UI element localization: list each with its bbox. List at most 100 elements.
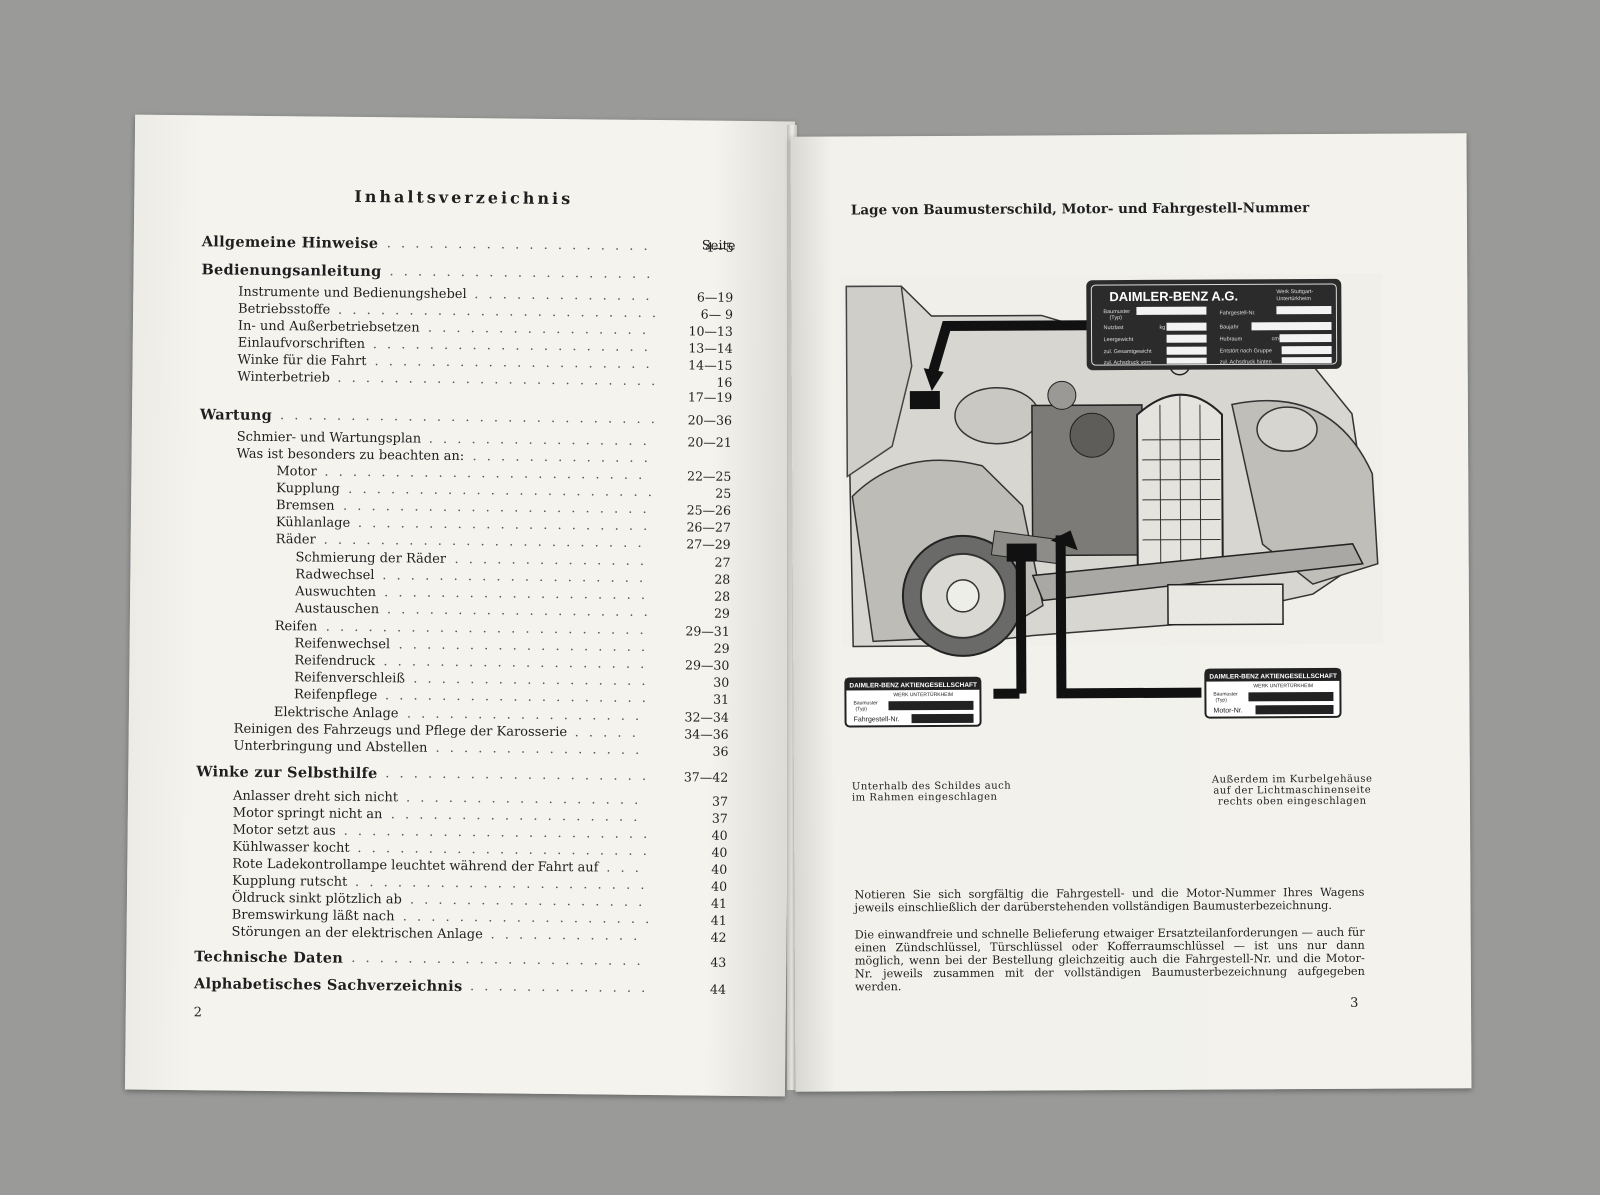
toc-entry-page: 6— 9 — [700, 306, 734, 322]
toc-entry-page: 20—21 — [687, 434, 732, 450]
toc-title: Inhaltsverzeichnis — [354, 186, 574, 209]
toc-entry-page: 41 — [710, 895, 727, 911]
svg-text:(Typ): (Typ) — [1109, 315, 1122, 321]
toc-entry-label: Reifen — [274, 619, 318, 635]
svg-text:Entstört nach Gruppe: Entstört nach Gruppe — [1220, 348, 1272, 354]
toc-entry-page: 40 — [711, 878, 728, 894]
toc-entry-page: 31 — [713, 691, 730, 707]
toc-entry-page: 32—34 — [684, 709, 729, 725]
toc-entry-label: Kupplung — [276, 481, 340, 497]
toc-entry-page: 40 — [711, 827, 728, 843]
pointer-arrow-main — [926, 320, 1112, 378]
svg-text:Nutzlast: Nutzlast — [1103, 325, 1123, 331]
toc-entry-page: 42 — [710, 929, 727, 945]
svg-text:cm³: cm³ — [1272, 336, 1281, 342]
svg-text:(Typ): (Typ) — [855, 706, 867, 712]
svg-text:Werk Stuttgart-: Werk Stuttgart- — [1276, 289, 1313, 295]
toc-entry-page: 37 — [711, 810, 728, 826]
toc-entry-label: Bedienungsanleitung — [201, 261, 382, 281]
svg-text:zul. Achsdruck vorn: zul. Achsdruck vorn — [1104, 360, 1152, 366]
baumuster-plate: DAIMLER-BENZ A.G. Werk Stuttgart- Untert… — [1086, 278, 1342, 371]
toc-entry-label: Störungen an der elektrischen Anlage — [231, 924, 483, 943]
paragraph-1: Notieren Sie sich sorgfältig die Fahrges… — [854, 885, 1365, 915]
toc-entry-label: Reifenpflege — [293, 687, 378, 704]
svg-text:zul. Gesamtgewicht: zul. Gesamtgewicht — [1104, 349, 1152, 355]
svg-text:Untertürkheim: Untertürkheim — [1276, 296, 1311, 302]
dot-leader: . . . . . . . . . . . . . . . . . . . . … — [279, 408, 659, 428]
svg-text:Baumuster: Baumuster — [1103, 309, 1130, 315]
plate-brand: DAIMLER-BENZ A.G. — [1109, 288, 1238, 304]
dot-leader: . . . . . — [574, 725, 639, 741]
toc-entry-page: 20—36 — [687, 412, 733, 428]
toc-entry-label: Räder — [275, 532, 316, 548]
motor-plate: DAIMLER-BENZ AKTIENGESELLSCHAFT WERK UNT… — [1204, 667, 1342, 719]
toc-entry-page: 4—5 — [705, 239, 734, 255]
toc-entry-label: Winke zur Selbsthilfe — [196, 763, 378, 783]
svg-text:DAIMLER-BENZ AKTIENGESELLSCHAF: DAIMLER-BENZ AKTIENGESELLSCHAFT — [849, 682, 977, 690]
caption-left: Unterhalb des Schildes auch im Rahmen ei… — [851, 780, 1012, 804]
toc-entry-page — [674, 266, 734, 267]
dot-leader: . . . . . . . . . . . . . . . — [435, 740, 643, 758]
svg-text:Fahrgestell-Nr.: Fahrgestell-Nr. — [854, 716, 900, 723]
dot-leader: . . . . . . . . . . . . . . . . . . . — [385, 766, 650, 784]
pointer-arrow-frame — [1015, 560, 1027, 694]
toc-entry: Störungen an der elektrischen Anlage 42 .… — [231, 924, 726, 947]
toc-entry-page: 14—15 — [688, 357, 733, 373]
toc-entry-page: 37 — [711, 793, 729, 809]
toc-entry-page: 28 — [714, 571, 731, 587]
svg-text:Hubraum: Hubraum — [1220, 336, 1243, 342]
toc-entry-page: 27 — [714, 554, 731, 570]
toc-entry-page: 40 — [711, 844, 728, 860]
toc-entry-label: Betriebsstoffe — [238, 301, 331, 318]
right-page: Lage von Baumusterschild, Motor- und Fah… — [790, 133, 1472, 1092]
toc-entry-page: 6—19 — [696, 289, 734, 305]
fahrgestell-plate: DAIMLER-BENZ AKTIENGESELLSCHAFT WERK UNT… — [844, 676, 982, 728]
svg-text:Motor-Nr.: Motor-Nr. — [1213, 707, 1242, 714]
toc-entry-label: Motor — [276, 464, 317, 480]
svg-text:WERK UNTERTÜRKHEIM: WERK UNTERTÜRKHEIM — [893, 691, 953, 698]
caption-right: Außerdem im Kurbelgehäuse auf der Lichtm… — [1211, 773, 1373, 808]
toc-entry-page: 34—36 — [684, 726, 729, 742]
toc-entry-page: 36 — [712, 743, 729, 759]
toc-entry-label: Kühlanlage — [275, 515, 351, 531]
toc-entry-page: 28 — [714, 588, 731, 604]
toc-entry-label: Radwechsel — [295, 567, 375, 584]
page-number-left: 2 — [193, 1005, 203, 1021]
car-illustration: DAIMLER-BENZ A.G. Werk Stuttgart- Untert… — [841, 273, 1384, 728]
svg-text:(Typ): (Typ) — [1215, 697, 1227, 703]
toc-entry-page: 43 — [710, 954, 727, 970]
toc-entry-page: 30 — [713, 674, 730, 690]
svg-text:kg: kg — [1159, 325, 1165, 331]
right-page-title: Lage von Baumusterschild, Motor- und Fah… — [850, 200, 1310, 219]
toc-entry-page: 27—29 — [686, 536, 731, 552]
svg-text:Leergewicht: Leergewicht — [1104, 337, 1134, 343]
toc-entry-page: 29—30 — [684, 657, 730, 673]
headlight-left — [954, 386, 1040, 445]
toc-entry-page: 22—25 — [686, 468, 732, 484]
toc-entry-label: Austauschen — [294, 601, 380, 618]
bumper — [1031, 543, 1364, 602]
pointer-arrow-engine — [1055, 535, 1202, 699]
toc-entry-page: 44 — [710, 981, 727, 997]
toc-entry-page: 13—14 — [688, 340, 733, 356]
left-page: Inhaltsverzeichnis Seite Allgemeine Hinw… — [124, 114, 796, 1097]
toc-entry-label: Wartung — [199, 406, 273, 425]
toc-entry-page: 29 — [713, 605, 731, 621]
svg-text:WERK UNTERTÜRKHEIM: WERK UNTERTÜRKHEIM — [1253, 682, 1313, 689]
dot-leader: . . . . . . . . . . . . . . . . . . . . … — [351, 950, 644, 969]
toc-entry: 17—19 — [237, 384, 732, 407]
toc-entry-page: 29 — [713, 640, 730, 656]
toc-entry-page: 10—13 — [688, 323, 733, 339]
headlight-right — [1256, 406, 1318, 452]
dot-leader: . . . . . . . . . . . — [490, 927, 641, 944]
toc-entry-label: Reifenwechsel — [294, 636, 391, 653]
dot-leader: . . . . . . . . . . . . . . . . . . . — [386, 236, 651, 254]
dot-leader: . . . — [606, 860, 643, 876]
toc-entry-page: 29—31 — [685, 623, 730, 639]
svg-text:Baumuster: Baumuster — [853, 700, 878, 706]
toc-entry-label: Alphabetisches Sachverzeichnis — [193, 975, 463, 996]
